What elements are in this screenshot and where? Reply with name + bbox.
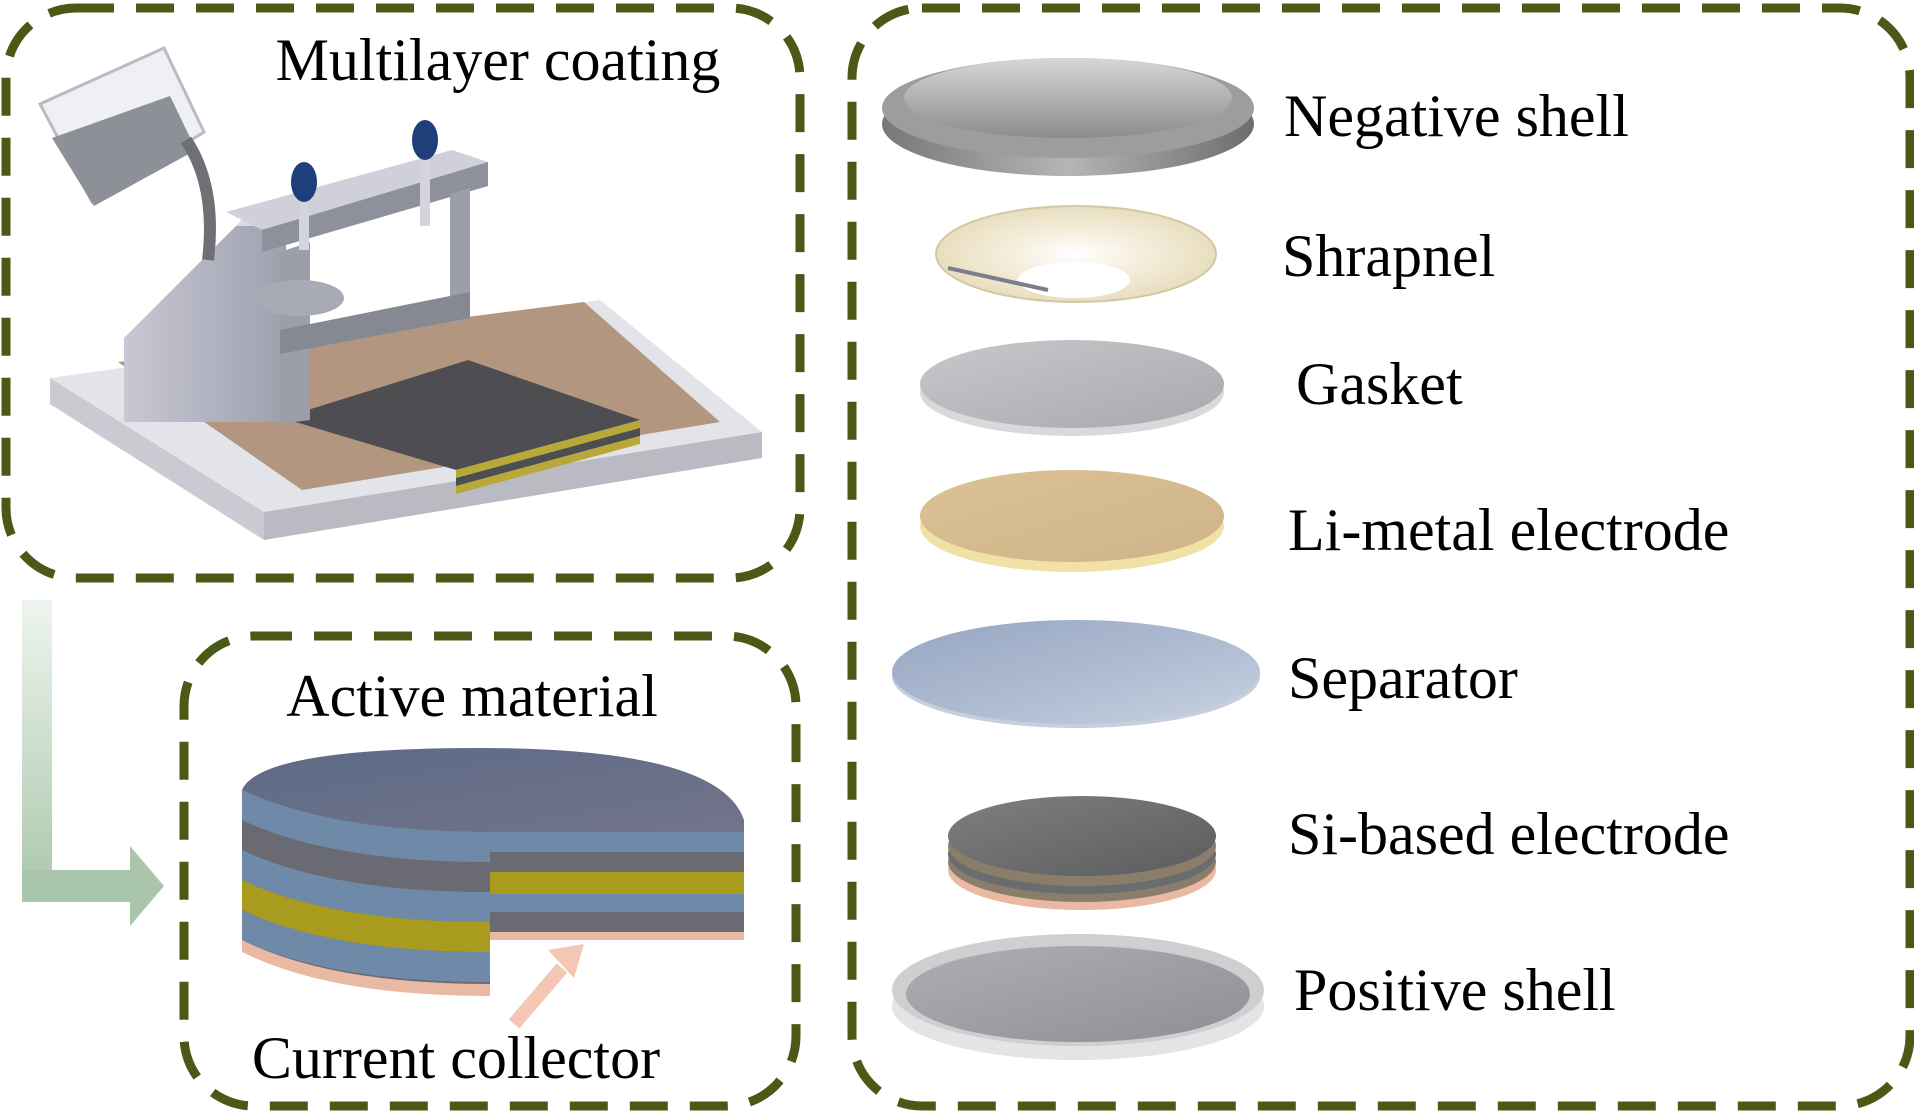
si-based-electrode-label: Si-based electrode	[1288, 801, 1729, 867]
component-labels: Negative shell Shrapnel Gasket Li-metal …	[1282, 83, 1729, 1023]
si-based-electrode-component	[948, 796, 1216, 910]
shrapnel-label: Shrapnel	[1282, 223, 1495, 289]
shrapnel-component	[935, 205, 1217, 303]
collector-arrow	[508, 944, 584, 1029]
flow-arrow	[22, 600, 164, 926]
li-metal-electrode-component	[920, 470, 1224, 572]
positive-shell-label: Positive shell	[1294, 957, 1616, 1023]
active-material-title: Active material	[286, 663, 657, 729]
negative-shell-component	[882, 58, 1254, 176]
gasket-label: Gasket	[1296, 351, 1463, 417]
cell-components-panel-border	[847, 3, 1914, 1111]
current-collector-label: Current collector	[252, 1025, 660, 1091]
panel-borders	[1, 3, 1914, 1111]
knob-icon	[291, 162, 317, 202]
gasket-component	[920, 340, 1224, 436]
separator-label: Separator	[1288, 645, 1518, 711]
separator-component	[892, 620, 1260, 728]
coating-panel-border	[1, 3, 805, 583]
positive-shell-component	[892, 934, 1264, 1060]
coating-machine-illustration	[37, 46, 762, 540]
active-material-panel-border	[179, 631, 801, 1111]
multilayer-disc-illustration	[242, 748, 744, 1029]
beaker-icon	[37, 46, 216, 261]
li-metal-electrode-label: Li-metal electrode	[1288, 497, 1729, 563]
knob-icon	[412, 120, 438, 160]
coating-panel-title: Multilayer coating	[276, 27, 721, 93]
negative-shell-label: Negative shell	[1284, 83, 1629, 149]
